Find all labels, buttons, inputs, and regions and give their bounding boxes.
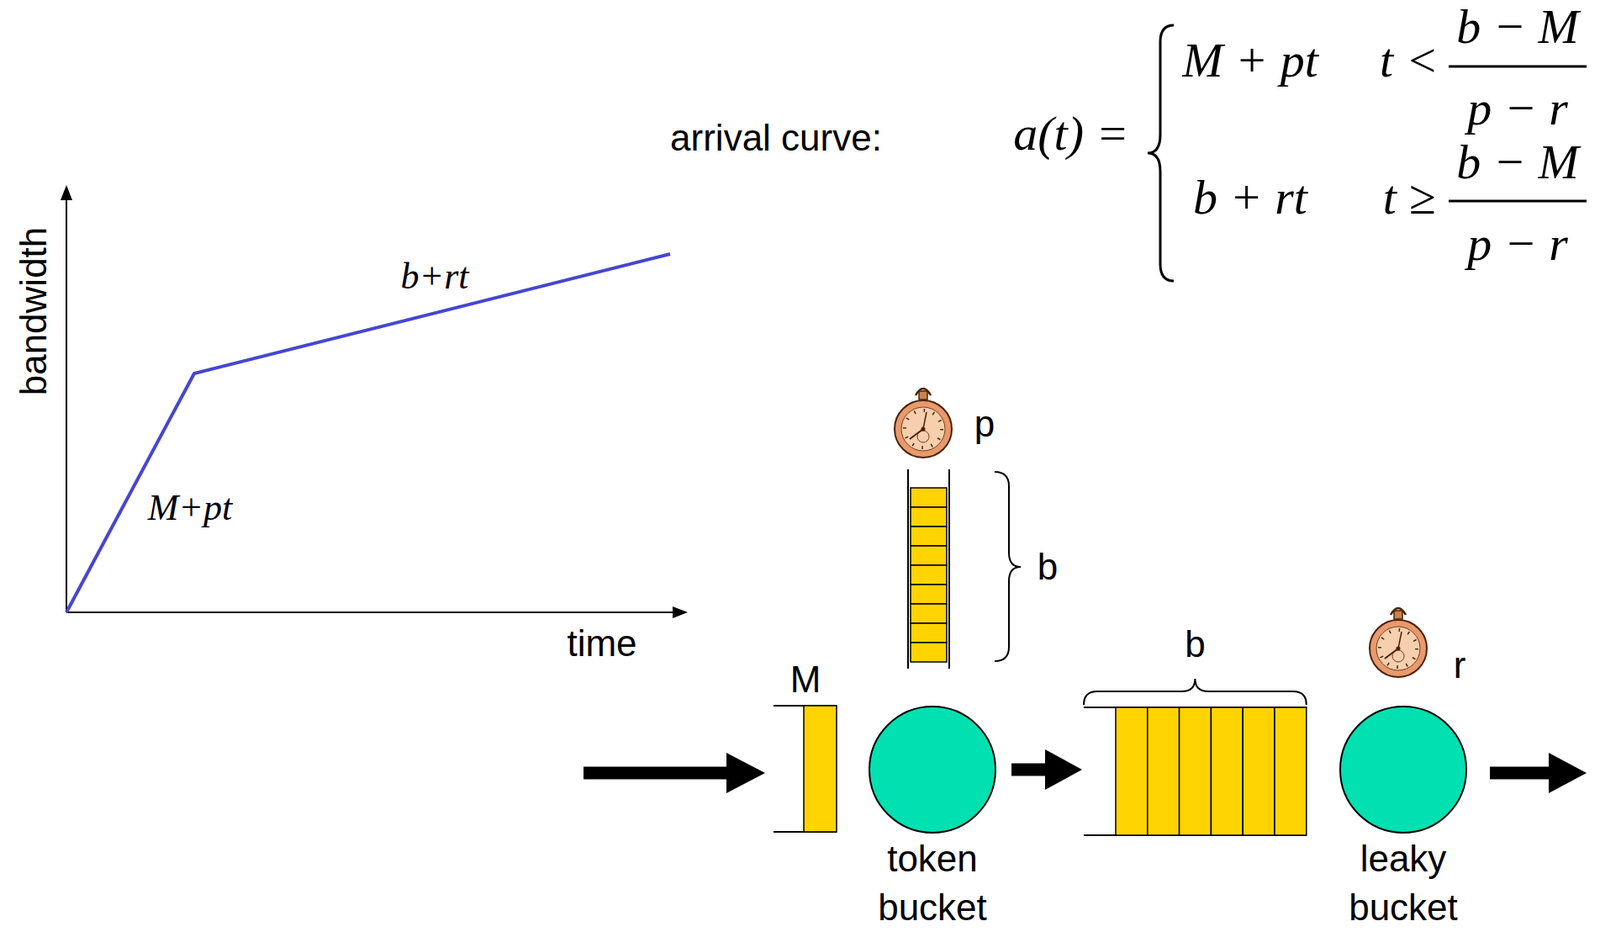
stopwatch-icon bbox=[1369, 607, 1427, 677]
axis-title: time bbox=[566, 624, 637, 662]
fraction-numerator: b − M bbox=[1456, 2, 1579, 52]
fraction-numerator: b − M bbox=[1456, 137, 1579, 187]
queue-packet bbox=[1115, 707, 1148, 835]
queue-shape bbox=[770, 702, 841, 835]
arrival-curve-line bbox=[66, 253, 671, 613]
x-axis-arrowhead bbox=[672, 606, 688, 618]
fraction-bar bbox=[1448, 200, 1587, 203]
queue-packet bbox=[1179, 707, 1212, 835]
queue-packet bbox=[803, 705, 837, 832]
bucket-circle bbox=[1340, 706, 1467, 833]
output-arrowhead bbox=[1548, 752, 1587, 793]
bucket-circle bbox=[869, 706, 996, 833]
token bbox=[910, 642, 947, 662]
input-arrow-shaft bbox=[583, 766, 730, 780]
case-brace bbox=[1147, 25, 1174, 281]
bucket-label: leaky bucket bbox=[1337, 834, 1469, 932]
size-label: b bbox=[1037, 548, 1058, 586]
queue-packet bbox=[1242, 707, 1275, 835]
token bbox=[910, 584, 947, 604]
input-arrowhead bbox=[726, 752, 766, 793]
token bbox=[910, 603, 947, 624]
queue-packet bbox=[1147, 707, 1180, 835]
curve-label: b+rt bbox=[400, 258, 469, 296]
formula-condition: t ≥ bbox=[1383, 173, 1436, 222]
bucket-shape bbox=[1337, 704, 1469, 835]
arrow-shaft bbox=[1011, 763, 1047, 777]
token-tube-wall bbox=[907, 469, 909, 669]
size-brace bbox=[994, 471, 1021, 661]
token-tube-wall bbox=[948, 469, 951, 669]
queue-size-label: M bbox=[770, 655, 841, 703]
fraction-bar bbox=[1448, 65, 1587, 69]
stopwatch-icon bbox=[894, 388, 952, 458]
leaky-bucket: leaky bucket bbox=[1337, 704, 1469, 932]
token bbox=[910, 526, 947, 546]
flow-arrow bbox=[1011, 749, 1083, 790]
rate-label: p bbox=[974, 405, 995, 443]
token-stack bbox=[910, 487, 947, 662]
formula-condition: t < bbox=[1379, 36, 1439, 85]
arrowhead bbox=[1045, 749, 1083, 790]
rate-label: r bbox=[1453, 646, 1467, 684]
bucket-shape bbox=[866, 704, 999, 835]
size-brace bbox=[1083, 678, 1307, 705]
bucket-label: token bucket bbox=[866, 834, 999, 932]
formula-term: M + pt bbox=[1182, 36, 1319, 85]
curve-label: M+pt bbox=[147, 489, 233, 527]
queue-packet bbox=[1274, 707, 1307, 835]
token bbox=[910, 623, 947, 643]
queue-size-label: b bbox=[1080, 620, 1310, 668]
formula-term: b + rt bbox=[1193, 173, 1308, 222]
queue-shape bbox=[1080, 667, 1310, 838]
queue-packet bbox=[1210, 707, 1243, 835]
input-queue: M bbox=[770, 655, 841, 835]
token bbox=[910, 487, 947, 507]
output-arrow-shaft bbox=[1489, 766, 1553, 780]
token bbox=[910, 506, 947, 527]
axis-title: bandwidth bbox=[15, 227, 53, 397]
fraction-denominator: p − r bbox=[1467, 219, 1569, 269]
formula-term: a(t) = bbox=[1013, 109, 1129, 159]
x-axis bbox=[66, 611, 676, 613]
token bbox=[910, 565, 947, 585]
token bbox=[910, 545, 947, 566]
fraction-denominator: p − r bbox=[1467, 84, 1569, 133]
formula-caption: arrival curve: bbox=[670, 119, 882, 157]
buffer-queue: b bbox=[1080, 620, 1310, 838]
token-bucket: token bucket bbox=[866, 704, 999, 932]
y-axis bbox=[65, 196, 68, 613]
y-axis-arrowhead bbox=[60, 184, 73, 201]
